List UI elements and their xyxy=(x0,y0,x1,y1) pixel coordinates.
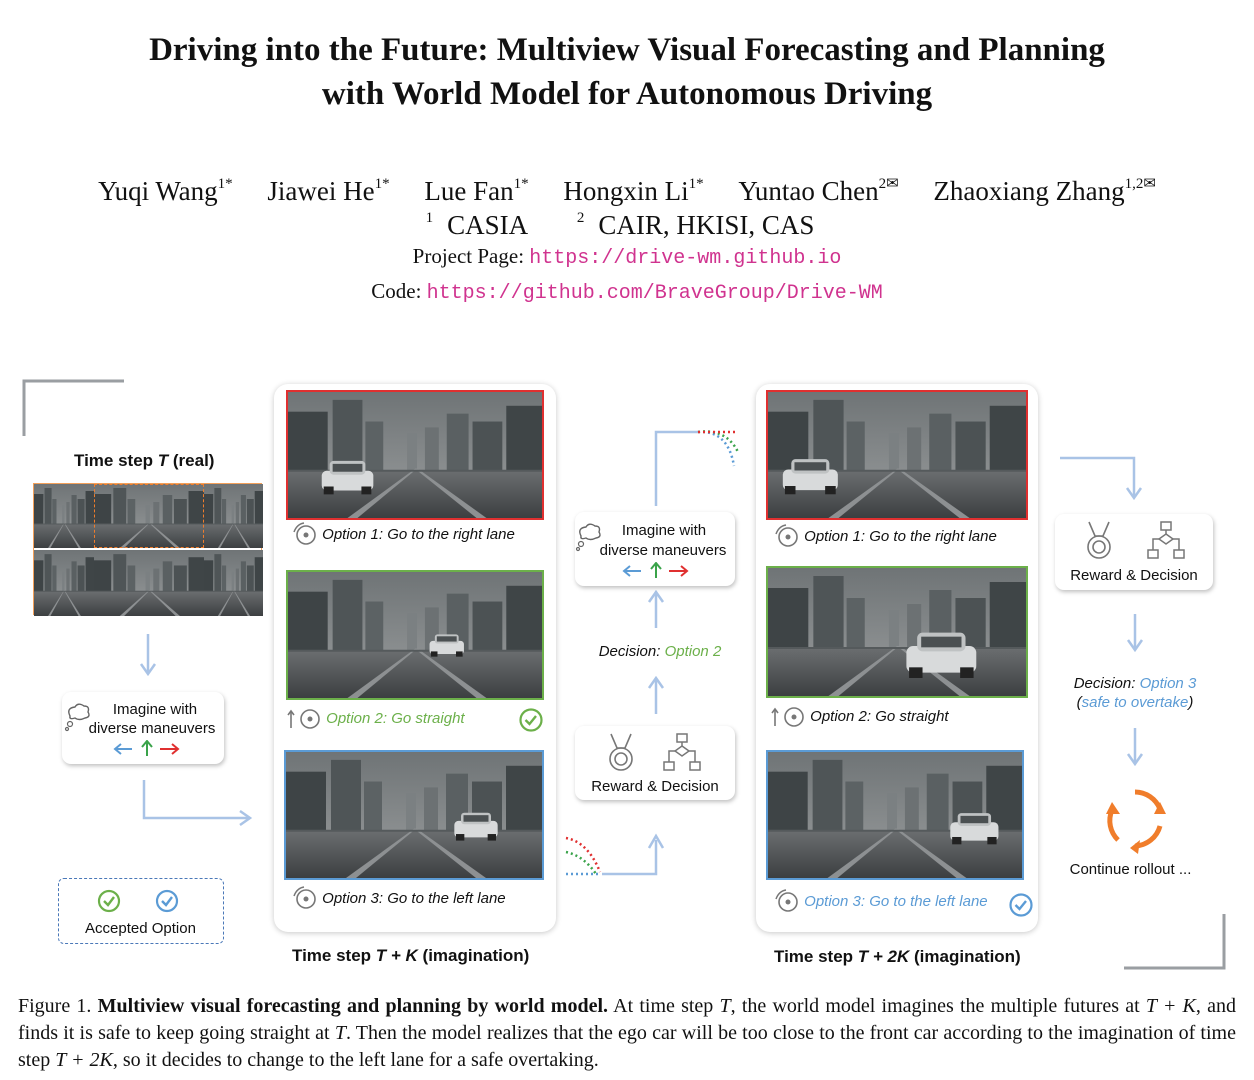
imagine-card-left: Imagine with diverse maneuvers xyxy=(62,692,224,764)
time-step-t2k-label: Time step T + 2K (imagination) xyxy=(774,947,1021,966)
decision-tree-icon xyxy=(663,733,701,771)
imagine-text-line-2: diverse maneuvers xyxy=(599,542,727,559)
author: Yuqi Wang1* xyxy=(98,176,233,206)
continue-rollout-label: Continue rollout ... xyxy=(1069,861,1192,878)
author: Zhaoxiang Zhang1,2✉ xyxy=(933,176,1156,206)
author: Hongxin Li1* xyxy=(563,176,704,206)
legend-accepted-option: Accepted Option xyxy=(58,878,224,944)
project-page-label: Project Page: xyxy=(412,244,525,268)
green-check-icon xyxy=(97,889,121,913)
thought-bubble-icon xyxy=(64,703,90,732)
t2k-option2-label: Option 2: Go straight xyxy=(770,704,949,730)
t2k-option3-label: Option 3: Go to the left lane xyxy=(774,889,988,915)
medal-icon xyxy=(609,733,633,771)
imagine-text-line-1: Imagine with xyxy=(112,701,198,718)
blue-check-icon xyxy=(155,889,179,913)
maneuver-arrows-icon xyxy=(622,562,689,578)
decision-right: Decision: Option 3 (safe to overtake) xyxy=(1073,675,1197,711)
imagine-card-mid: Imagine with diverse maneuvers xyxy=(575,512,735,586)
project-page-line: Project Page: https://drive-wm.github.io xyxy=(0,244,1254,270)
author-list: Yuqi Wang1* Jiawei He1* Lue Fan1* Hongxi… xyxy=(0,168,1254,207)
t2k-option2-frame xyxy=(766,566,1028,698)
title-line-2: with World Model for Autonomous Driving xyxy=(321,76,933,112)
imagine-text-line-1: Imagine with xyxy=(621,522,707,539)
time-step-t-label: Time step T (real) xyxy=(74,451,215,470)
decision-mid: Decision: Option 2 xyxy=(598,643,722,660)
front-view-highlight xyxy=(94,484,204,548)
figure-1: Time step T (real) Imagine with diverse … xyxy=(0,370,1254,980)
maneuver-arrows-icon xyxy=(113,740,180,756)
imagine-text-line-2: diverse maneuvers xyxy=(88,720,216,737)
tk-option3-frame xyxy=(284,750,544,880)
decision-tree-icon xyxy=(1147,521,1185,559)
reward-decision-label: Reward & Decision xyxy=(591,778,719,795)
cycle-arrows-icon xyxy=(1106,789,1166,854)
time-step-tk-label: Time step T + K (imagination) xyxy=(292,946,530,965)
steering-wheel-icon xyxy=(775,524,798,547)
code-line: Code: https://github.com/BraveGroup/Driv… xyxy=(0,279,1254,305)
steering-wheel-up-icon xyxy=(287,709,320,729)
arrow-down-icon xyxy=(139,634,157,677)
arrow-down-icon xyxy=(1126,614,1144,652)
corner-bracket-bottom-right xyxy=(1124,914,1226,970)
panel-time-step-tk: Option 1: Go to the right lane Option 2:… xyxy=(274,384,556,932)
tk-option2-frame xyxy=(286,570,544,700)
t2k-option1-frame xyxy=(766,390,1028,520)
tk-option3-label: Option 3: Go to the left lane xyxy=(292,886,506,912)
panel-time-step-t2k: Option 1: Go to the right lane Option 2:… xyxy=(756,384,1038,932)
reward-decision-card-right: Reward & Decision xyxy=(1055,514,1213,590)
author: Lue Fan1* xyxy=(424,176,529,206)
camera-view-back-left xyxy=(34,550,94,616)
accepted-option-label: Accepted Option xyxy=(85,920,196,937)
camera-view-back-right xyxy=(204,550,263,616)
camera-view-front-right xyxy=(204,484,263,548)
medal-icon xyxy=(1087,521,1111,559)
camera-view-back xyxy=(94,550,204,616)
multiview-camera-grid xyxy=(33,483,262,615)
author: Yuntao Chen2✉ xyxy=(738,176,899,206)
arrow-down-icon xyxy=(1126,728,1144,766)
tk-option2-label: Option 2: Go straight xyxy=(286,706,465,732)
corner-bracket-top-left xyxy=(22,379,124,436)
reward-decision-label: Reward & Decision xyxy=(1070,567,1198,584)
t2k-option3-frame xyxy=(766,750,1024,880)
code-label: Code: xyxy=(371,279,422,303)
arrow-to-reward-icon xyxy=(1060,456,1143,501)
camera-view-front-left xyxy=(34,484,94,548)
tk-option1-frame xyxy=(286,390,544,520)
title-line-1: Driving into the Future: Multiview Visua… xyxy=(149,32,1105,68)
dotted-arrow-up-icon xyxy=(565,833,665,876)
accepted-check-icon xyxy=(1009,893,1033,917)
arrow-up-icon xyxy=(647,590,665,628)
thought-bubble-icon xyxy=(575,523,601,552)
arrow-to-tk-icon xyxy=(142,780,253,827)
figure-caption: Figure 1. Multiview visual forecasting a… xyxy=(18,995,1236,1071)
steering-wheel-icon xyxy=(775,889,798,912)
dotted-arrow-to-t2k-icon xyxy=(654,430,740,506)
steering-wheel-up-icon xyxy=(771,707,804,727)
arrow-up-icon xyxy=(647,676,665,714)
t2k-option1-label: Option 1: Go to the right lane xyxy=(774,524,997,550)
project-page-link[interactable]: https://drive-wm.github.io xyxy=(529,247,842,270)
tk-option1-label: Option 1: Go to the right lane xyxy=(292,522,515,548)
code-link[interactable]: https://github.com/BraveGroup/Drive-WM xyxy=(426,282,883,305)
accepted-check-icon xyxy=(519,708,543,732)
steering-wheel-icon xyxy=(293,522,316,545)
steering-wheel-icon xyxy=(293,886,316,909)
author: Jiawei He1* xyxy=(267,176,390,206)
reward-decision-card-mid: Reward & Decision xyxy=(575,726,735,800)
